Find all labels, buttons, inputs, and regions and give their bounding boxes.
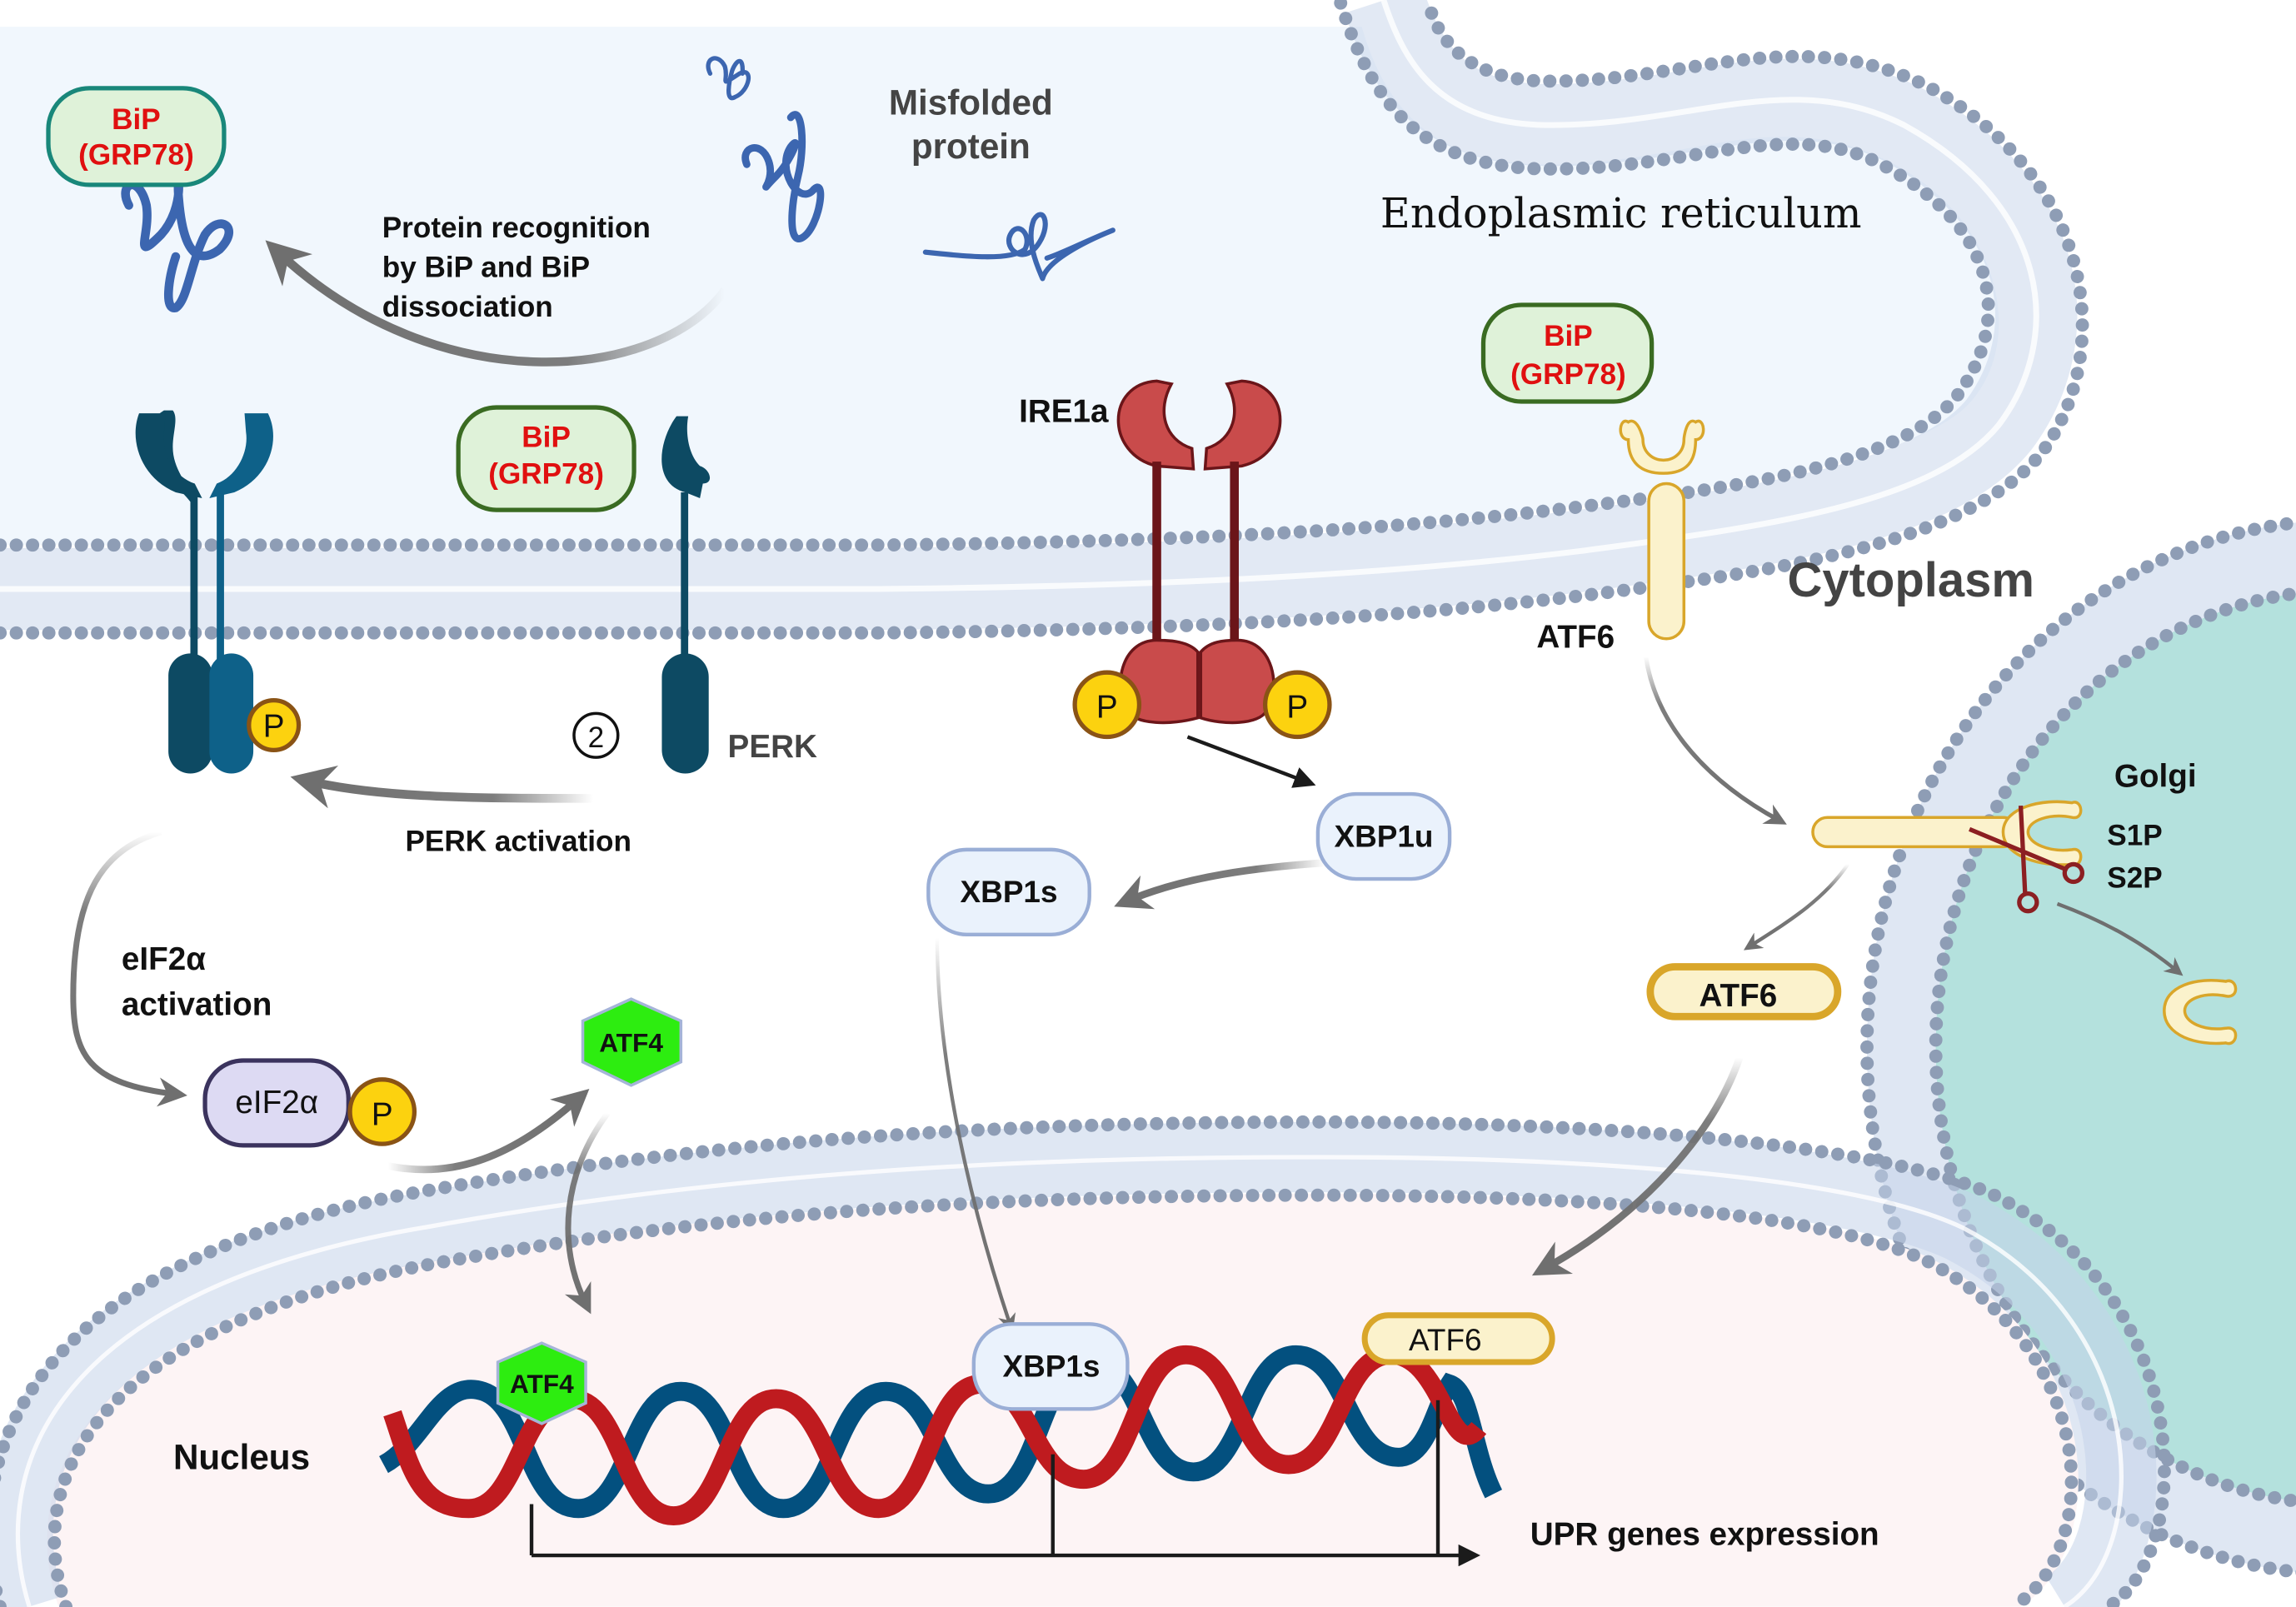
bip-grp78-label: (GRP78) xyxy=(1510,358,1626,391)
atf4-cytoplasmic: ATF4 xyxy=(581,997,683,1087)
atf6-cleaved-label: ATF6 xyxy=(1699,978,1777,1014)
atf4-nuclear: ATF4 xyxy=(496,1341,587,1425)
atf6-luminal-fragment xyxy=(2163,979,2238,1046)
atf6-nuclear: ATF6 xyxy=(1361,1312,1555,1365)
phospho-icon xyxy=(247,697,302,752)
gene-expression-bracket xyxy=(529,1400,1480,1567)
phospho-icon xyxy=(1072,670,1142,740)
atf6-membrane: BiP (GRP78) xyxy=(1480,302,1705,641)
misfolded-protein-icon xyxy=(741,111,825,243)
s1p-label: S1P xyxy=(2107,820,2162,852)
bip-chaperone xyxy=(456,405,636,512)
cytoplasm-label: Cytoplasm xyxy=(1787,553,2034,607)
er-membrane xyxy=(0,0,2089,640)
upr-genes-expression-label: UPR genes expression xyxy=(1530,1517,1879,1553)
bip-grp78-label: (GRP78) xyxy=(78,138,194,171)
bip-chaperone xyxy=(46,86,227,187)
scissors-icon xyxy=(1969,806,2085,914)
xbp1u-node: XBP1u xyxy=(1315,791,1452,881)
dna-strand-blue xyxy=(378,1345,1503,1519)
recognition-label-line3: dissociation xyxy=(382,291,553,323)
misfolded-protein-group xyxy=(706,56,1116,282)
phospho-icon xyxy=(1262,670,1332,740)
atf6-membrane-label: ATF6 xyxy=(1536,619,1615,655)
atf6-nuclear-import-arrow xyxy=(1531,1056,1744,1276)
atf6-release-arrow xyxy=(1743,863,1849,951)
perk-monomer-inactive xyxy=(661,416,711,774)
xbp1s-cyto-label: XBP1s xyxy=(961,875,1058,909)
atf6-golgi-cleavage xyxy=(1811,800,2085,914)
er-label: Endoplasmic reticulum xyxy=(1380,189,1862,237)
ire1-to-xbp1u-arrow xyxy=(1186,735,1316,788)
xbp1s-cytoplasmic: XBP1s xyxy=(926,847,1091,937)
xbp1s-nuclear-label: XBP1s xyxy=(1003,1350,1101,1384)
misfolded-protein-label-line1: Misfolded xyxy=(889,83,1053,122)
bip-chaperone xyxy=(1480,302,1655,404)
atf4-nuclear-label: ATF4 xyxy=(510,1369,574,1399)
golgi-fragment-arrow xyxy=(2056,901,2184,976)
step-number-badge xyxy=(572,711,620,759)
atf6-cleaved: ATF6 xyxy=(1646,963,1842,1021)
eif2a-node-label: eIF2α xyxy=(235,1085,318,1120)
atf6-to-golgi-arrow xyxy=(1643,656,1787,825)
xbp1s-nuclear-import-arrow xyxy=(935,937,1016,1333)
ire1a-label: IRE1a xyxy=(1019,394,1109,430)
eif2a-activation-label-line1: eIF2α xyxy=(122,941,206,977)
recognition-label-line1: Protein recognition xyxy=(382,212,651,244)
misfolded-protein-label-line2: protein xyxy=(911,127,1031,166)
phospho-icon xyxy=(347,1077,417,1146)
xbp1s-nuclear: XBP1s xyxy=(971,1322,1130,1411)
ire1-phospho-left-label: P xyxy=(1096,690,1118,726)
recognition-label-line2: by BiP and BiP xyxy=(382,252,590,284)
perk-activation-label: PERK activation xyxy=(405,826,631,858)
perk-activation-arrow xyxy=(290,765,593,809)
atf4-nuclear-import-arrow xyxy=(564,1111,611,1315)
eif2a-node: eIF2α P xyxy=(202,1058,417,1148)
perk-phospho-label: P xyxy=(263,709,285,745)
bip-grp78-label: (GRP78) xyxy=(488,457,604,490)
xbp1-splicing-arrow xyxy=(1114,859,1325,910)
ire1a-dimer xyxy=(1116,379,1282,725)
atf4-cyto-label: ATF4 xyxy=(599,1027,663,1057)
eif2a-to-atf4-arrow xyxy=(387,1088,590,1174)
misfolded-protein-icon xyxy=(706,56,751,101)
misfolded-protein-icon xyxy=(922,212,1116,282)
golgi-label: Golgi xyxy=(2114,758,2197,794)
bip-perk-complex: BiP (GRP78) xyxy=(456,405,636,512)
eif2a-activation-label-line2: activation xyxy=(122,986,272,1022)
recognition-arrow xyxy=(265,240,729,367)
bip-label: BiP xyxy=(112,103,161,136)
bip-label: BiP xyxy=(522,422,571,454)
xbp1u-label: XBP1u xyxy=(1334,819,1433,853)
bound-protein-icon xyxy=(121,180,233,312)
perk-label: PERK xyxy=(728,729,817,765)
step-number: 2 xyxy=(588,721,605,754)
nucleus-label: Nucleus xyxy=(173,1437,310,1476)
bip-bound-complex: BiP (GRP78) xyxy=(46,86,233,312)
s2p-label: S2P xyxy=(2107,862,2162,895)
bip-label: BiP xyxy=(1544,320,1593,352)
perk-dimer-active: P xyxy=(135,410,302,774)
atf6-nuclear-label: ATF6 xyxy=(1409,1323,1482,1357)
ire1-phospho-right-label: P xyxy=(1286,690,1308,726)
eif2a-activation-arrow xyxy=(70,829,187,1107)
eif2a-phospho-label: P xyxy=(372,1096,393,1132)
